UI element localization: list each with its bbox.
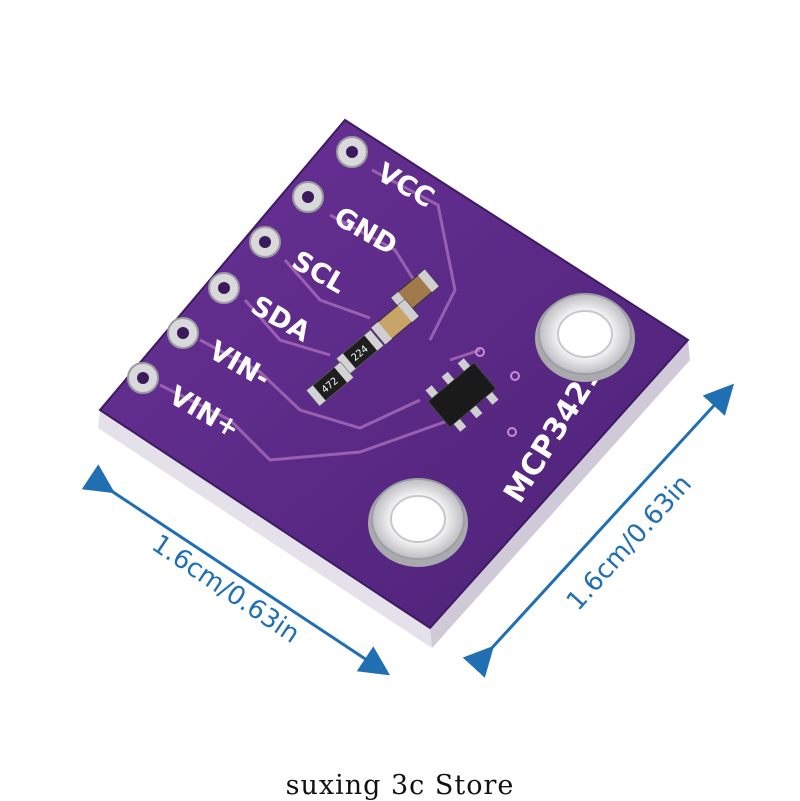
- store-name: suxing 3c Store: [285, 770, 515, 801]
- resistor-472: 472: [306, 361, 354, 407]
- pin-pad-vin-minus: [167, 317, 199, 349]
- mounting-hole-bottom: [368, 478, 468, 567]
- height-dimension-label: 1.6cm/0.63in: [561, 469, 698, 616]
- pin-pad-scl: [249, 226, 281, 258]
- pin-pads: [127, 136, 368, 394]
- pin-pad-sda: [208, 272, 240, 304]
- pin-pad-gnd: [292, 181, 324, 213]
- ic-chip: [425, 358, 499, 432]
- resistor-224: 224: [336, 329, 384, 375]
- width-dimension-arrow: [81, 464, 391, 676]
- pin-pad-vin-plus: [127, 362, 159, 394]
- pcb-traces: [159, 168, 481, 462]
- pin-pad-vcc: [336, 136, 368, 168]
- height-dimension-arrow: [462, 383, 735, 678]
- capacitor-2: [370, 298, 420, 346]
- mounting-hole-top: [535, 293, 635, 382]
